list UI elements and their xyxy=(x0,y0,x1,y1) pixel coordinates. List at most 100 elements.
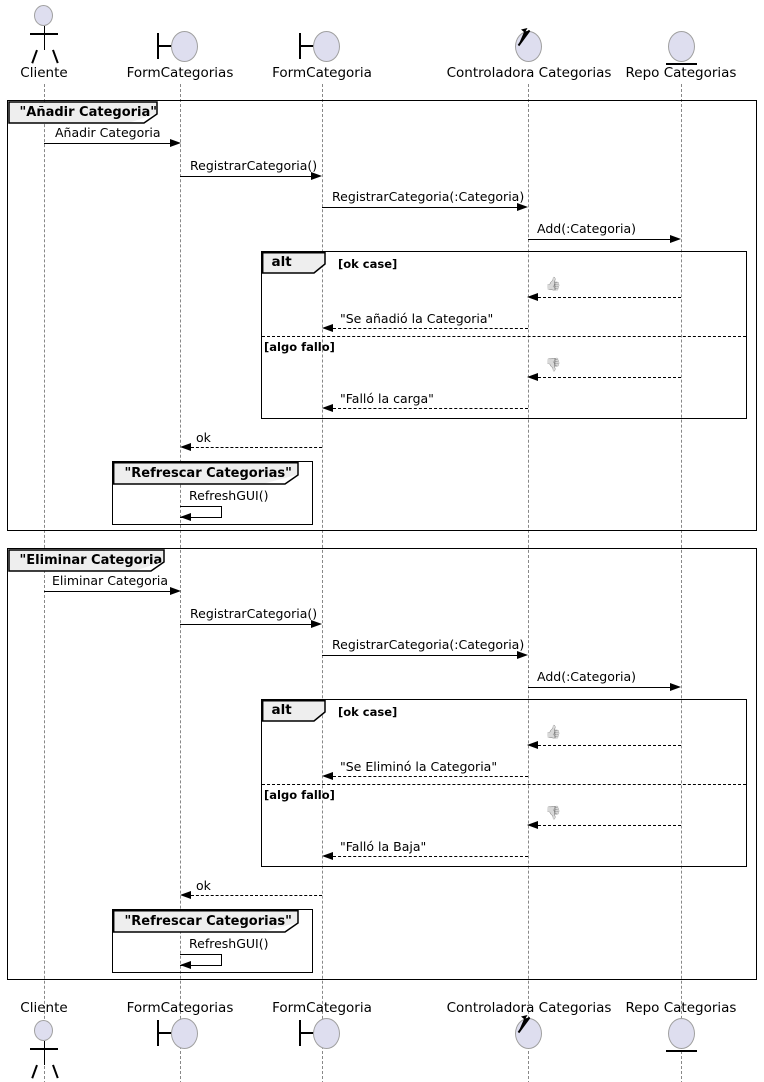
control-arrow-icon xyxy=(517,1015,531,1034)
actor-leg-left-icon xyxy=(31,49,38,64)
nested-label-refrescar-eliminar: "Refrescar Categorias" xyxy=(113,910,298,932)
footer-label-formcategorias: FormCategorias xyxy=(126,1000,234,1016)
message-line-thumbsup-eliminar xyxy=(538,745,681,746)
group-frame-anadir-categoria xyxy=(7,100,757,531)
participant-label-formcategoria: FormCategoria xyxy=(272,65,372,81)
alt-frame-anadir xyxy=(261,251,747,419)
message-line-registrarcategoria-param xyxy=(322,207,517,208)
lifeline-formcategorias xyxy=(180,84,181,1082)
alt-guard-ok-eliminar: [ok case] xyxy=(338,705,398,719)
participant-label-controladora: Controladora Categorias xyxy=(446,65,612,81)
group-frame-eliminar-categoria xyxy=(7,548,757,980)
lifeline-cliente xyxy=(44,84,45,1082)
message-arrowhead-fallo-baja xyxy=(322,851,333,860)
footer-label-controladora: Controladora Categorias xyxy=(446,1000,612,1016)
actor-body-icon xyxy=(43,1041,45,1065)
message-label-ok-anadir: ok xyxy=(196,430,211,445)
boundary-circle-icon xyxy=(313,31,340,62)
thumbs-down-icon-anadir: 👎 xyxy=(545,358,562,373)
actor-arms-icon xyxy=(30,33,58,35)
message-label-ok-eliminar: ok xyxy=(196,878,211,893)
message-label-refreshgui-anadir: RefreshGUI() xyxy=(189,488,269,503)
message-line-fallo-carga xyxy=(333,408,528,409)
actor-leg-right-icon xyxy=(52,49,59,64)
message-label-registrarcategoria: RegistrarCategoria() xyxy=(190,158,318,173)
message-arrowhead-registrarcategoria xyxy=(311,171,322,180)
actor-body-icon xyxy=(43,26,45,50)
footer-label-formcategoria: FormCategoria xyxy=(272,1000,372,1016)
message-line-thumbsup-anadir xyxy=(538,297,681,298)
message-label-registrarcategoria-param: RegistrarCategoria(:Categoria) xyxy=(332,189,525,204)
message-arrowhead-thumbsup-eliminar xyxy=(527,740,538,749)
message-arrowhead-fallo-carga xyxy=(322,403,333,412)
participant-label-formcategorias: FormCategorias xyxy=(126,65,234,81)
message-arrowhead-thumbsdown-anadir xyxy=(527,372,538,381)
message-arrowhead-registrarcategoria-param xyxy=(517,202,528,211)
participant-label-cliente: Cliente xyxy=(20,65,68,81)
thumbs-down-icon-eliminar: 👎 xyxy=(545,806,562,821)
alt-divider-anadir xyxy=(262,335,746,337)
message-line-ok-anadir xyxy=(191,447,322,448)
message-line-add-categoria-2 xyxy=(528,687,670,688)
message-arrowhead-registrarcategoria-param-2 xyxy=(517,650,528,659)
control-circle-icon xyxy=(515,31,542,62)
participant-label-repo: Repo Categorias xyxy=(625,65,737,81)
entity-underline-icon xyxy=(666,1050,697,1052)
control-circle-icon xyxy=(515,1018,542,1049)
nested-label-refrescar-anadir: "Refrescar Categorias" xyxy=(113,462,298,484)
actor-leg-left-icon xyxy=(31,1064,38,1079)
message-label-eliminar-categoria: Eliminar Categoria xyxy=(52,573,169,588)
alt-guard-ok-anadir: [ok case] xyxy=(338,257,398,271)
actor-leg-right-icon xyxy=(52,1064,59,1079)
message-label-registrarcategoria-param-2: RegistrarCategoria(:Categoria) xyxy=(332,637,525,652)
control-arrow-icon xyxy=(517,28,531,47)
message-line-se-elimino xyxy=(333,776,528,777)
boundary-circle-icon xyxy=(171,31,198,62)
entity-underline-icon xyxy=(666,63,697,65)
lifeline-formcategoria xyxy=(322,84,323,1082)
boundary-connector-icon xyxy=(299,1032,314,1034)
lifeline-controladora xyxy=(528,84,529,1082)
actor-head-icon xyxy=(34,1020,53,1041)
lifeline-repo xyxy=(681,84,682,1082)
message-line-anadir-categoria xyxy=(44,143,170,144)
message-label-add-categoria: Add(:Categoria) xyxy=(537,221,636,236)
boundary-circle-icon xyxy=(171,1018,198,1049)
thumbs-up-icon-eliminar: 👍 xyxy=(545,725,562,740)
boundary-connector-icon xyxy=(299,45,314,47)
message-line-thumbsdown-eliminar xyxy=(538,825,681,826)
message-arrowhead-thumbsdown-eliminar xyxy=(527,820,538,829)
message-arrowhead-registrarcategoria-2 xyxy=(311,619,322,628)
message-label-anadir-categoria: Añadir Categoria xyxy=(55,125,161,140)
alt-divider-eliminar xyxy=(262,783,746,785)
message-arrowhead-eliminar-categoria xyxy=(170,586,181,595)
message-label-registrarcategoria-2: RegistrarCategoria() xyxy=(190,606,318,621)
alt-operator-label-anadir: alt xyxy=(262,252,325,273)
message-label-add-categoria-2: Add(:Categoria) xyxy=(537,669,636,684)
message-line-registrarcategoria-param-2 xyxy=(322,655,517,656)
boundary-connector-icon xyxy=(157,1032,172,1034)
alt-frame-eliminar xyxy=(261,699,747,867)
group-label-eliminar-categoria: "Eliminar Categoria" xyxy=(8,549,164,571)
message-line-registrarcategoria-2 xyxy=(180,624,311,625)
self-message-arrowhead-refreshgui-anadir xyxy=(180,513,191,521)
nested-frame-refrescar-anadir xyxy=(112,461,313,525)
message-line-add-categoria xyxy=(528,239,670,240)
message-label-refreshgui-eliminar: RefreshGUI() xyxy=(189,936,269,951)
message-label-se-elimino: "Se Eliminó la Categoria" xyxy=(340,759,498,774)
message-arrowhead-se-elimino xyxy=(322,771,333,780)
message-label-se-anadio: "Se añadió la Categoria" xyxy=(340,311,494,326)
actor-head-icon xyxy=(34,5,53,26)
alt-guard-fallo-eliminar: [algo fallo] xyxy=(264,788,335,802)
nested-frame-refrescar-eliminar xyxy=(112,909,313,973)
self-message-refreshgui-anadir xyxy=(180,506,222,518)
message-label-fallo-carga: "Falló la carga" xyxy=(340,391,434,406)
group-label-anadir-categoria: "Añadir Categoria" xyxy=(8,101,157,123)
message-line-se-anadio xyxy=(333,328,528,329)
entity-circle-icon xyxy=(668,31,695,62)
message-arrowhead-add-categoria-2 xyxy=(670,682,681,691)
message-line-registrarcategoria xyxy=(180,176,311,177)
boundary-connector-icon xyxy=(157,45,172,47)
self-message-arrowhead-refreshgui-eliminar xyxy=(180,961,191,969)
message-arrowhead-anadir-categoria xyxy=(170,138,181,147)
